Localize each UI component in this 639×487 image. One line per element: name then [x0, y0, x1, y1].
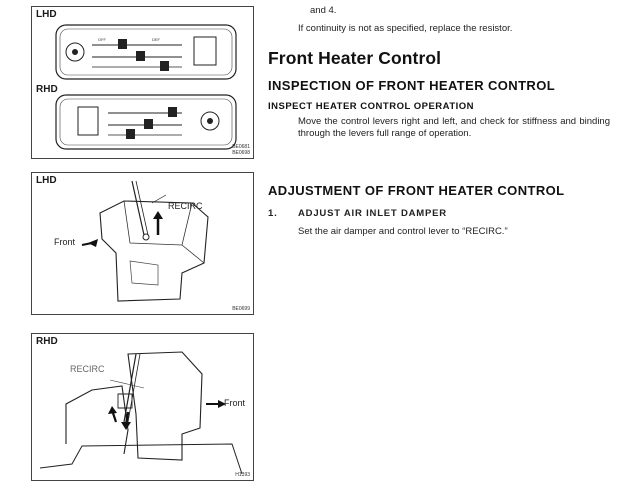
- continuity-note: If continuity is not as specified, repla…: [298, 23, 513, 34]
- inspect-subheading: INSPECT HEATER CONTROL OPERATION: [268, 101, 475, 112]
- control-panels-drawing: OFF DEF: [55, 24, 237, 150]
- step-body: Set the air damper and control lever to …: [298, 226, 508, 237]
- rhd-heater-drawing: [39, 351, 243, 475]
- text-column: and 4. If continuity is not as specified…: [268, 0, 613, 487]
- figure-code: BE0699: [232, 306, 250, 312]
- rhd-control-panel: [55, 94, 237, 150]
- top-fragment: and 4.: [310, 5, 337, 16]
- recirc-label: RECIRC: [70, 364, 105, 374]
- adjustment-heading: ADJUSTMENT OF FRONT HEATER CONTROL: [268, 183, 565, 198]
- inspection-heading: INSPECTION OF FRONT HEATER CONTROL: [268, 78, 556, 93]
- svg-text:DEF: DEF: [152, 37, 161, 42]
- lhd-heater-drawing: [81, 180, 209, 302]
- inspect-body: Move the control levers right and left, …: [298, 116, 610, 139]
- figure-label-lhd: LHD: [36, 9, 57, 20]
- figure-label-rhd: RHD: [36, 84, 58, 95]
- recirc-label: RECIRC: [168, 201, 203, 211]
- step-title: ADJUST AIR INLET DAMPER: [298, 208, 447, 219]
- front-label: Front: [54, 237, 76, 247]
- front-label: Front: [224, 398, 246, 408]
- figure-rhd-heater-unit: RHD RECIRC Front H1393: [31, 333, 254, 481]
- figure-label-rhd: RHD: [36, 336, 58, 347]
- section-title: Front Heater Control: [268, 48, 442, 68]
- figure-lhd-heater-unit: LHD RECIRC Front BE0699: [31, 172, 254, 315]
- figure-code-line2: BE0698: [232, 150, 250, 156]
- svg-text:OFF: OFF: [98, 37, 107, 42]
- step-number: 1.: [268, 208, 278, 219]
- figure-control-panels: LHD OFF DEF: [31, 6, 254, 159]
- figure-code: BE0681 BE0698: [232, 144, 250, 156]
- figure-code: H1393: [235, 472, 250, 478]
- figure-label-lhd: LHD: [36, 175, 57, 186]
- lhd-control-panel: OFF DEF: [55, 24, 237, 80]
- figure-code-line1: BE0681: [232, 144, 250, 150]
